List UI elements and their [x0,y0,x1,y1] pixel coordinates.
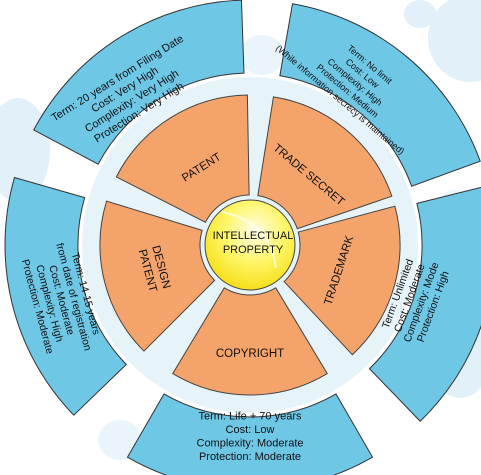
trade-secret-segment: TRADE SECRET [257,96,393,230]
design-patent-info-box-shape [4,176,127,416]
copyright-segment: COPYRIGHT [172,287,328,396]
copyright-detail-line: Term: Life + 70 years [198,411,302,423]
patent-info-box-shape [33,0,245,165]
design-patent-segment-shape [99,200,216,352]
patent-segment-shape [115,94,250,223]
center-label-line2: PROPERTY [223,244,284,256]
copyright-segment-shape [172,287,328,396]
trademark-segment-shape [283,205,401,356]
center-label-line1: INTELLECTUAL [213,230,294,242]
center-circle: INTELLECTUAL PROPERTY [204,199,296,291]
trademark-info-box-shape [368,186,481,422]
copyright-info-box-shape [126,393,374,475]
trade-secret-info-box-shape [279,3,481,187]
trademark-segment: TRADEMARK [283,205,401,356]
trade-secret-segment-shape [257,96,393,230]
copyright-label: COPYRIGHT [216,348,284,360]
copyright-detail-line: Complexity: Moderate [197,438,304,450]
copyright-detail-line: Protection: Moderate [199,451,301,463]
patent-segment: PATENT [115,94,250,223]
copyright-detail-line: Cost: Low [226,424,275,436]
